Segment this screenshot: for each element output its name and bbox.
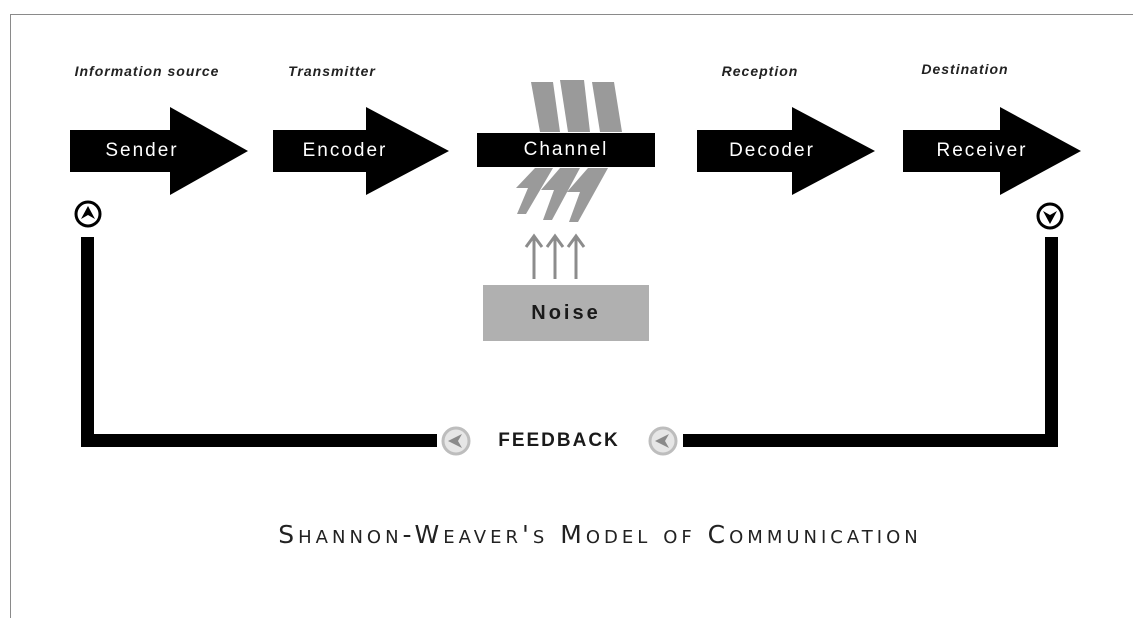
down-chevron-icon xyxy=(1036,202,1064,230)
left-chevron-icon xyxy=(441,426,471,456)
noise-arrows xyxy=(524,233,586,279)
up-chevron-icon xyxy=(74,200,102,228)
stage-sender-label: Sender xyxy=(105,140,179,161)
role-reception: Reception xyxy=(721,63,799,79)
frame-top-border xyxy=(10,14,1133,15)
stage-encoder-label: Encoder xyxy=(302,140,388,161)
noise-label: Noise xyxy=(531,302,601,324)
channel-bar xyxy=(477,133,655,167)
encoder-arrow xyxy=(273,107,449,195)
noise-box: Noise xyxy=(483,285,649,341)
feedback-label: FEEDBACK xyxy=(498,430,620,451)
decoder-arrow xyxy=(697,107,875,195)
lightning-bolt-icon xyxy=(516,80,622,222)
feedback-loop xyxy=(81,237,1058,447)
left-chevron-icon xyxy=(648,426,678,456)
sender-arrow xyxy=(70,107,248,195)
frame-left-border xyxy=(10,14,11,618)
role-transmitter: Transmitter xyxy=(288,63,376,79)
role-destination: Destination xyxy=(921,61,1009,77)
diagram-title: Shannon-Weaver's Model of Communication xyxy=(278,520,922,549)
stage-receiver-label: Receiver xyxy=(936,140,1028,161)
stage-decoder-label: Decoder xyxy=(729,140,815,161)
role-information-source: Information source xyxy=(74,63,220,79)
stage-channel-label: Channel xyxy=(523,139,609,160)
receiver-arrow xyxy=(903,107,1081,195)
